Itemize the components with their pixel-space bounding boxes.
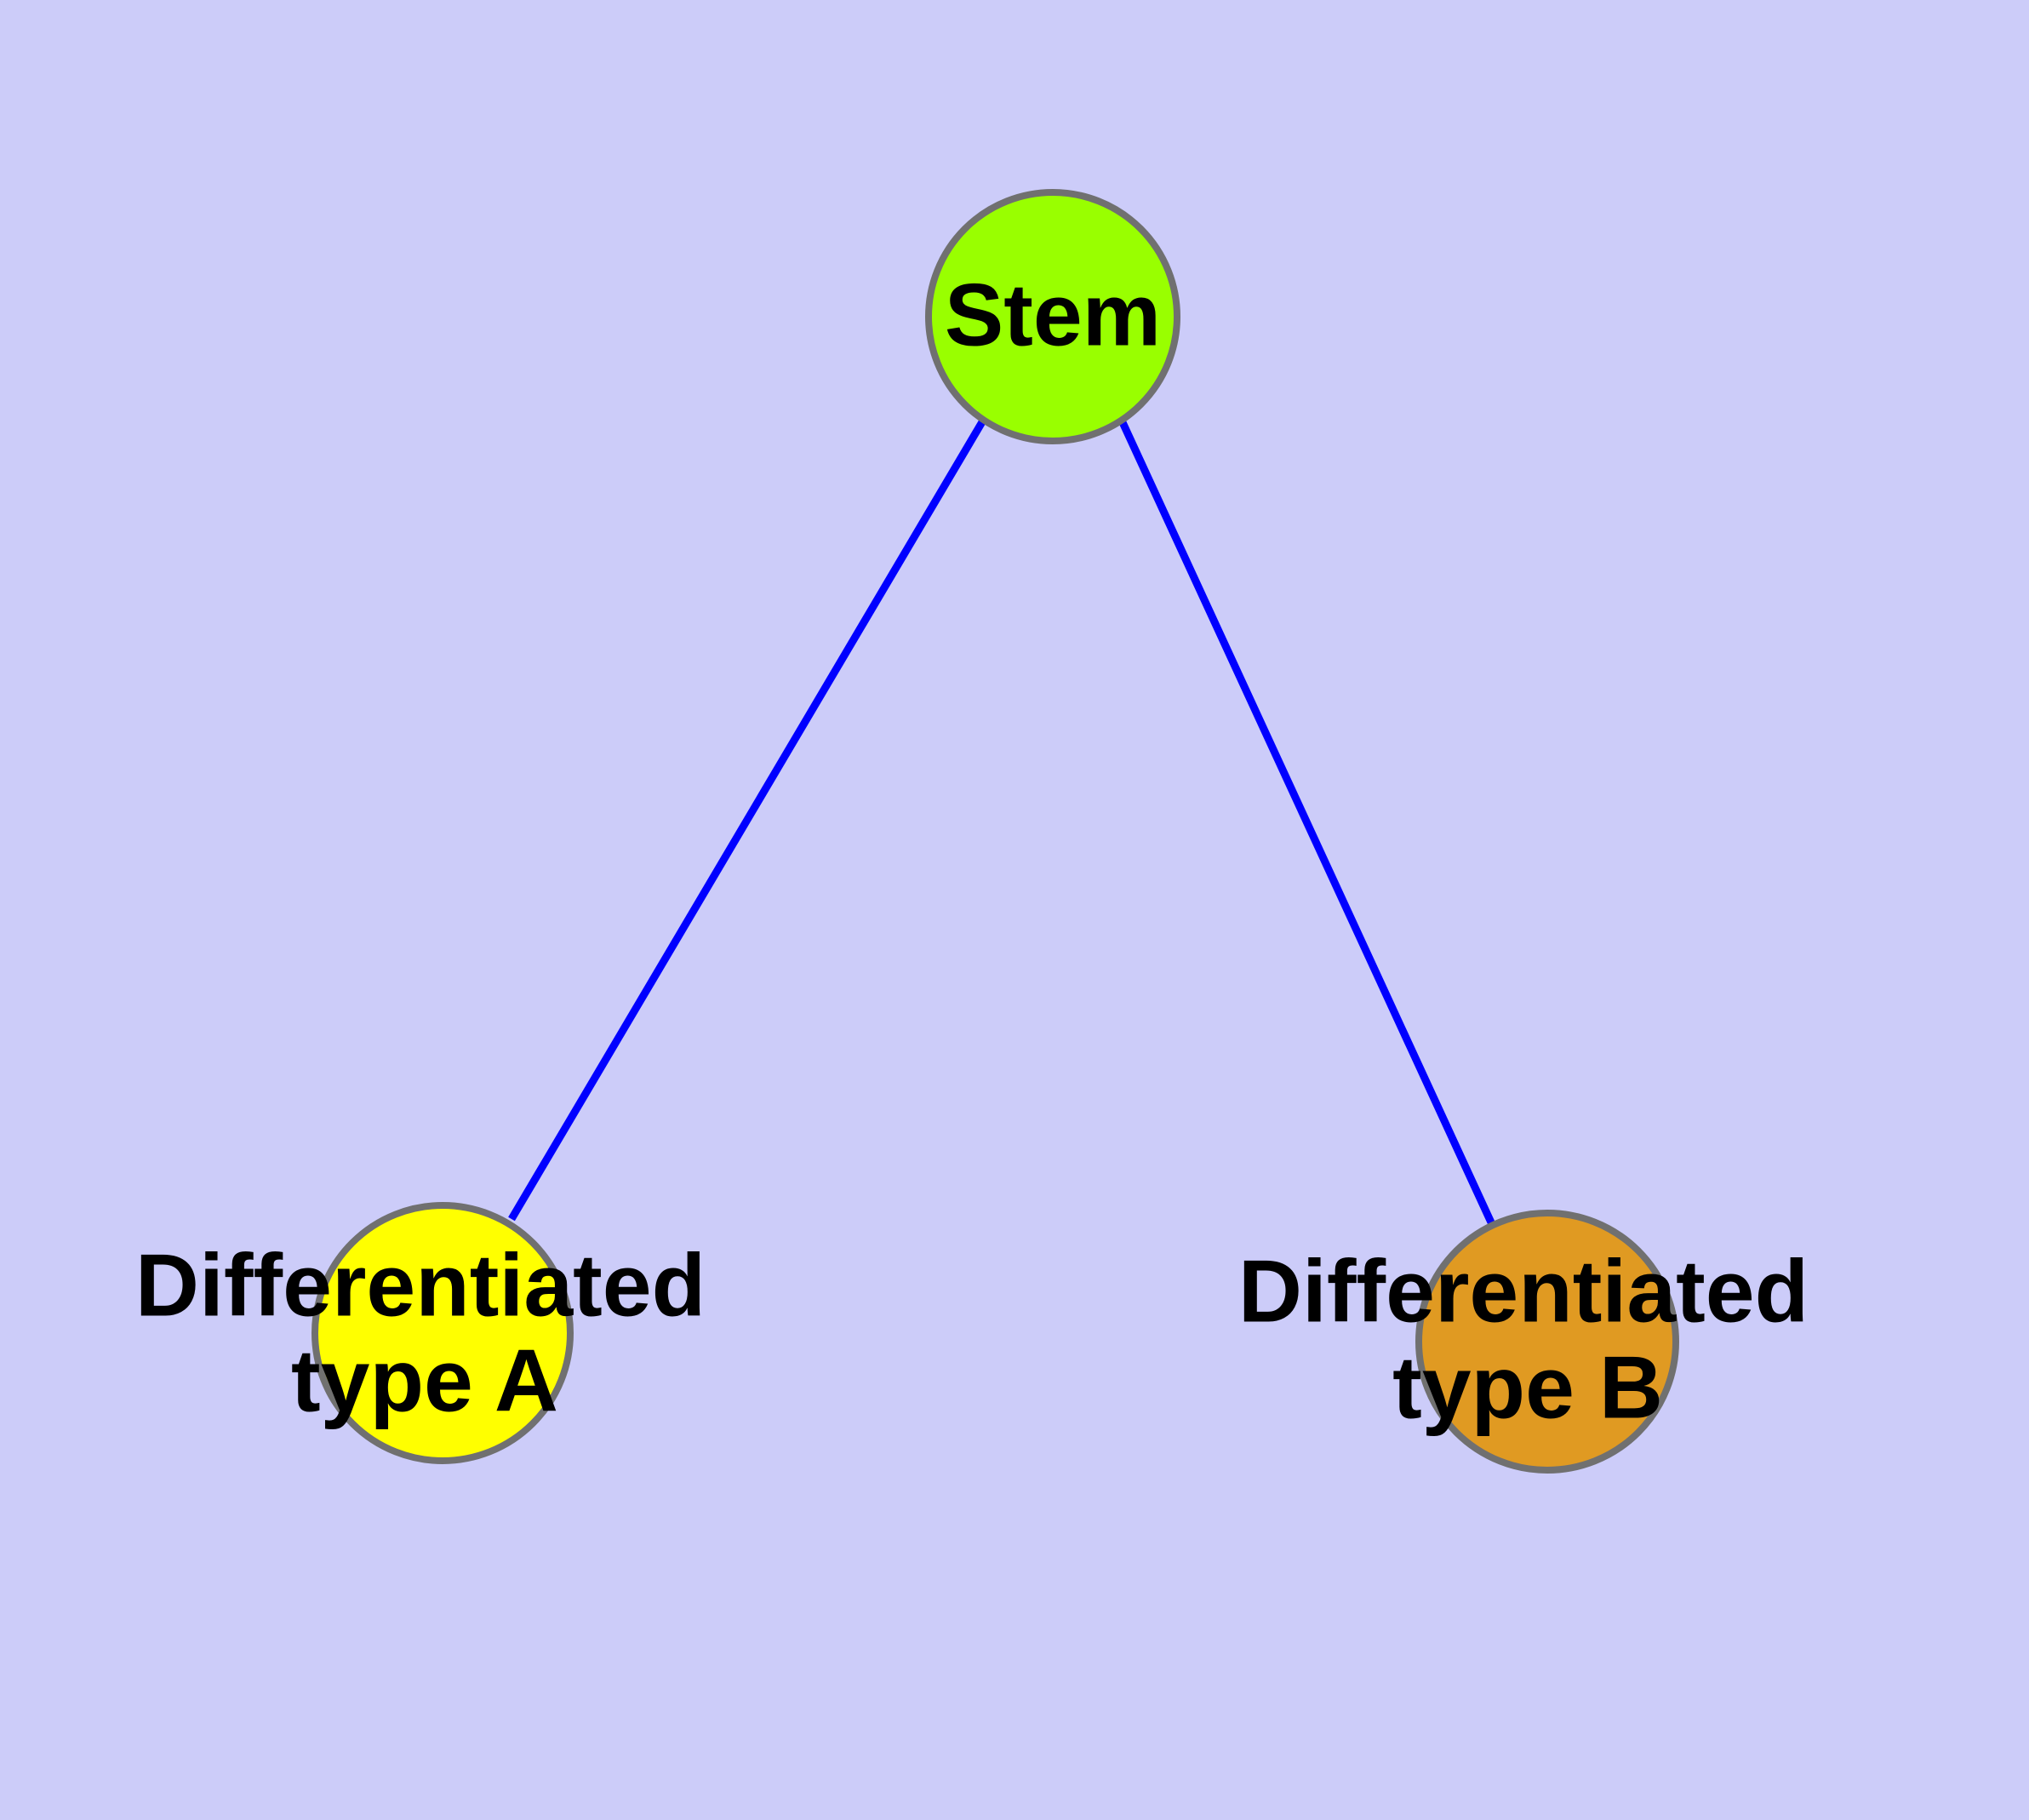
node-stem-circle[interactable] <box>925 189 1180 444</box>
edge-stem-to-differentiated-type-a[interactable] <box>508 418 986 1222</box>
node-stem[interactable]: Stem <box>925 189 1180 444</box>
node-differentiated-type-b-circle[interactable] <box>1415 1210 1679 1474</box>
edge-stem-to-differentiated-type-b[interactable] <box>1117 419 1495 1224</box>
node-differentiated-type-a-circle[interactable] <box>311 1202 574 1464</box>
